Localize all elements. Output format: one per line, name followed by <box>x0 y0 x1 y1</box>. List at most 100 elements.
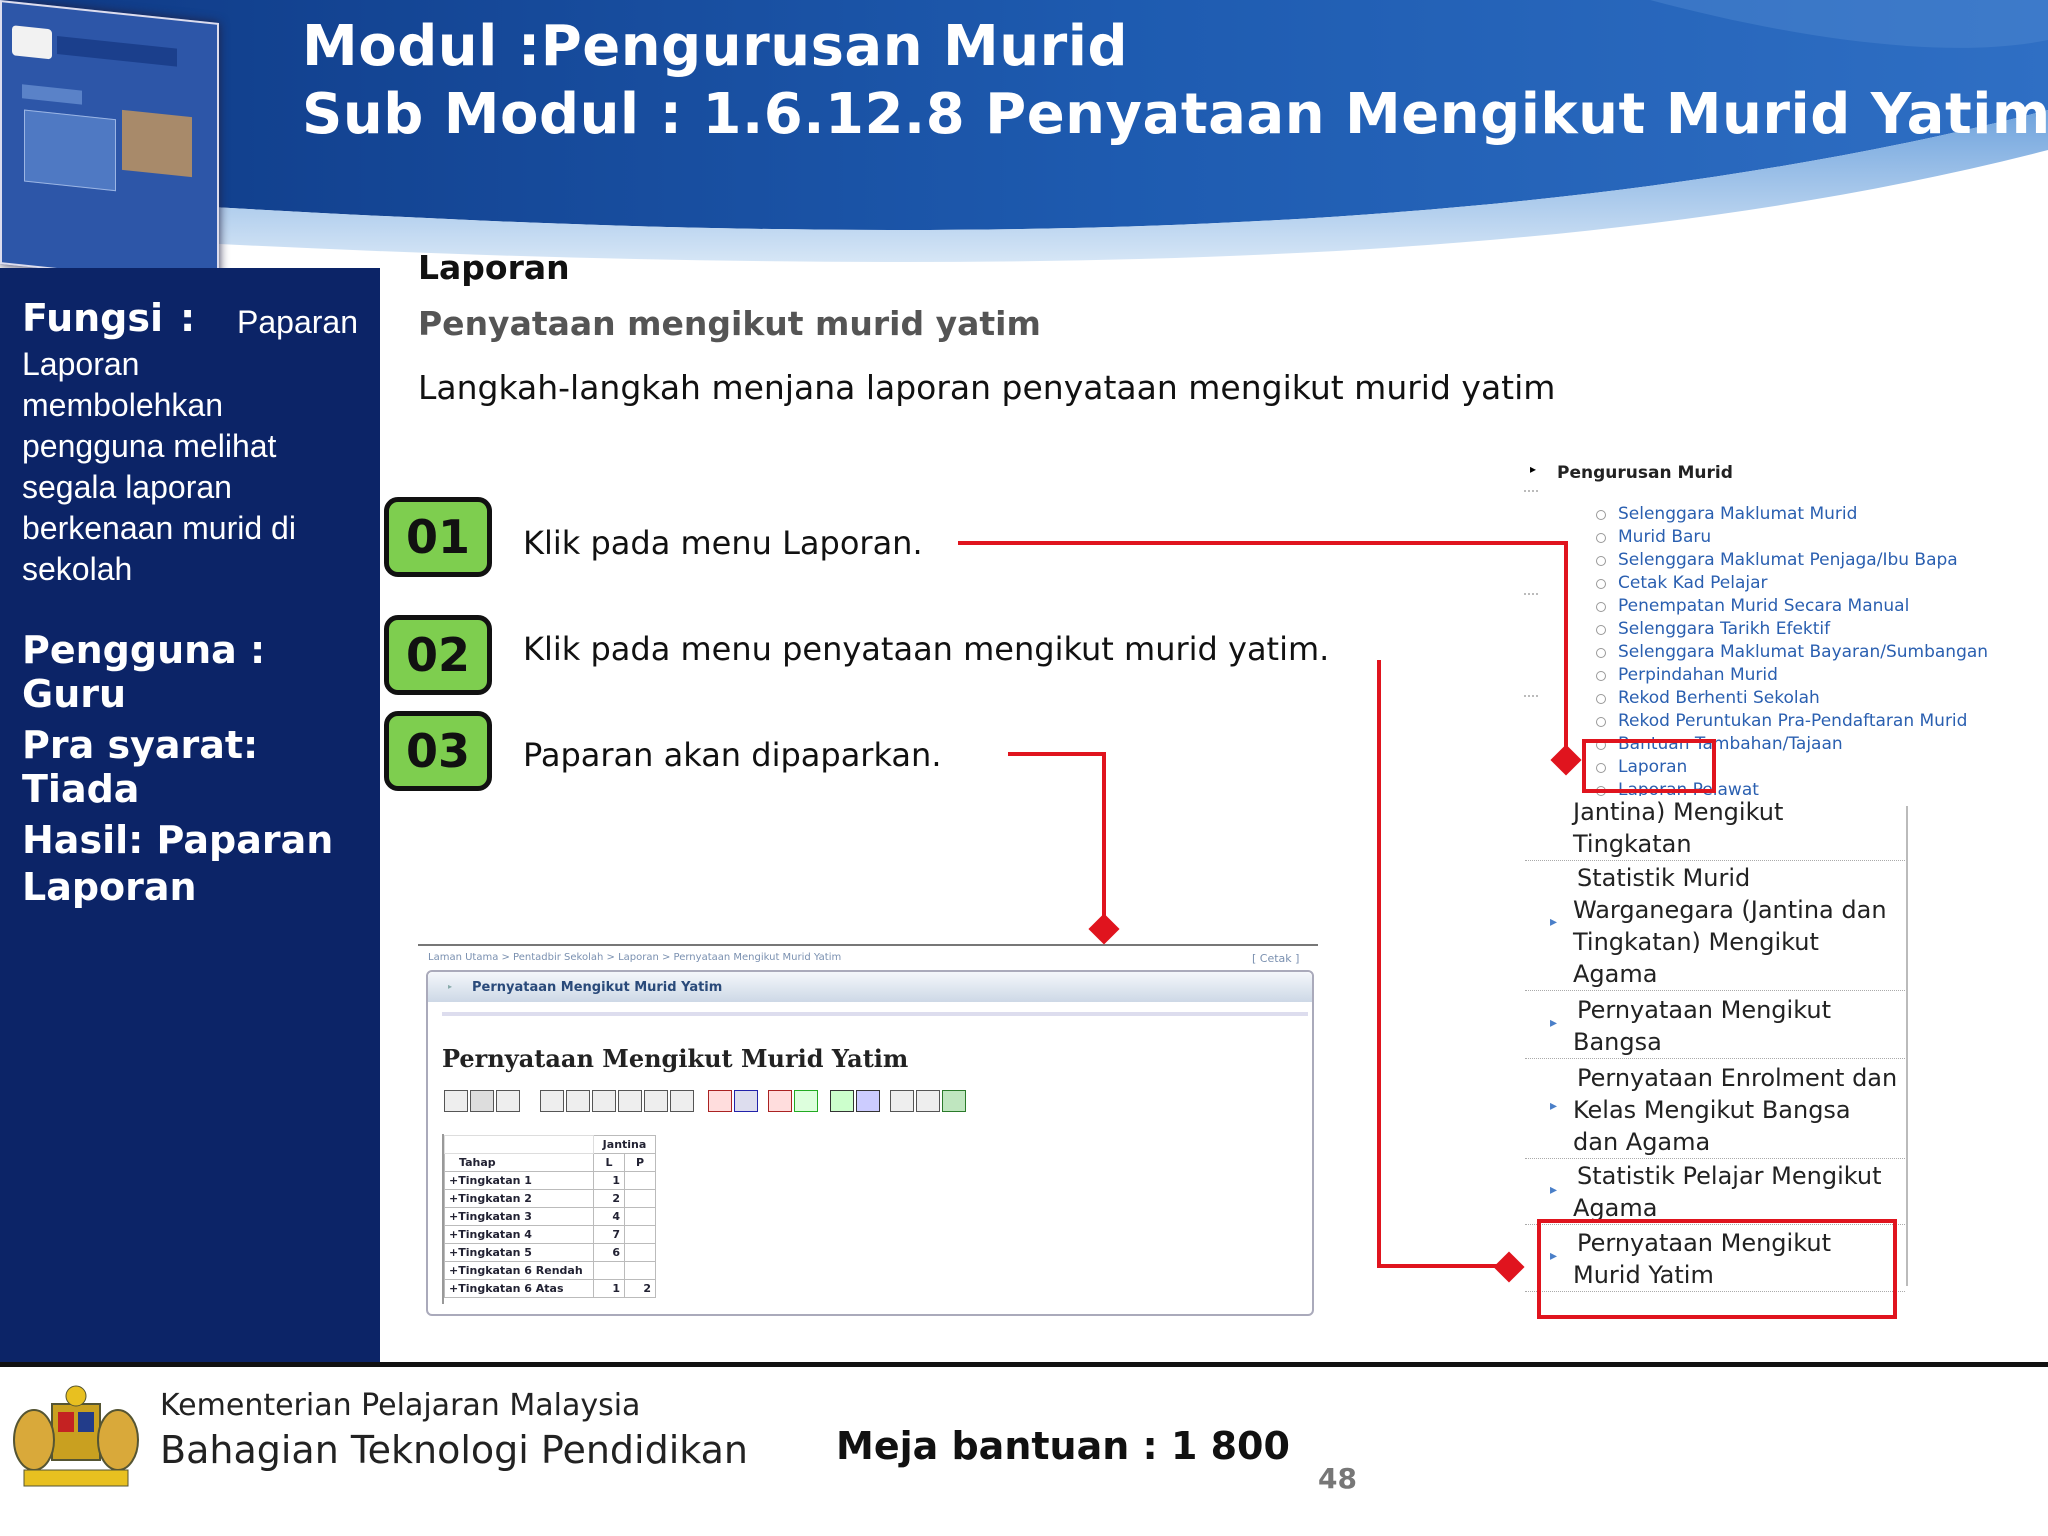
layout-icon[interactable] <box>540 1090 564 1112</box>
report-panel-title: Pernyataan Mengikut Murid Yatim <box>472 980 723 995</box>
submenu-item-statistik-agama[interactable]: Statistik Pelajar Mengikut Agama <box>1525 1160 1905 1225</box>
table-frame <box>442 1134 452 1304</box>
step-number-01: 01 <box>384 497 492 577</box>
table-header-l: L <box>593 1153 625 1172</box>
fungsi-colon: : <box>180 296 196 340</box>
menu-tree-dots <box>1524 490 1538 492</box>
bar-chart-icon[interactable] <box>830 1090 854 1112</box>
division-name: Bahagian Teknologi Pendidikan <box>160 1428 748 1472</box>
content-intro: Langkah-langkah menjana laporan penyataa… <box>418 368 1556 407</box>
window-icon[interactable] <box>618 1090 642 1112</box>
submodule-title: Sub Modul : 1.6.12.8 Penyataan Mengikut … <box>302 82 2048 147</box>
menu-tree-dots <box>1524 593 1538 595</box>
fungsi-line: pengguna melihat <box>22 428 277 464</box>
logo-icon <box>12 25 52 60</box>
print-preview-icon[interactable] <box>916 1090 940 1112</box>
table-row[interactable]: +Tingkatan 6 Rendah <box>444 1261 656 1280</box>
menu-item-pra-pendaftaran[interactable]: Rekod Peruntukan Pra-Pendaftaran Murid <box>1618 711 1968 731</box>
report-panel-header <box>428 972 1312 1002</box>
menu-expand-icon[interactable]: ▸ <box>1530 462 1537 476</box>
submenu-item-jantina-tingkatan[interactable]: Jantina) Mengikut Tingkatan <box>1525 796 1905 861</box>
submenu-item-statistik-warganegara[interactable]: Statistik Murid Warganegara (Jantina dan… <box>1525 862 1905 991</box>
fungsi-description: Laporan membolehkan pengguna melihat seg… <box>22 344 358 590</box>
fungsi-line: berkenaan murid di <box>22 510 296 546</box>
fungsi-line: sekolah <box>22 551 133 587</box>
step-number-03: 03 <box>384 711 492 791</box>
sort-icon[interactable] <box>496 1090 520 1112</box>
mdx-icon[interactable] <box>470 1090 494 1112</box>
menu-item-bantuan-tambahan[interactable]: Bantuan Tambahan/Tajaan <box>1618 734 1843 754</box>
menu-item-laporan[interactable]: Laporan <box>1618 757 1688 777</box>
menu-item-bayaran-sumbangan[interactable]: Selenggara Maklumat Bayaran/Sumbangan <box>1618 642 1989 662</box>
submenu-item-enrolment-kelas[interactable]: Pernyataan Enrolment dan Kelas Mengikut … <box>1525 1062 1905 1159</box>
info-panel: Fungsi : Paparan Laporan membolehkan pen… <box>0 268 380 1364</box>
menu-bullet-icon <box>1596 602 1606 612</box>
callout-line-step3 <box>1008 752 1106 928</box>
pra-syarat-text: Pra syarat: Tiada <box>22 723 259 811</box>
print-link[interactable]: [ Cetak ] <box>1252 952 1300 965</box>
drill-icon[interactable] <box>768 1090 792 1112</box>
content-subheading: Penyataan mengikut murid yatim <box>418 304 1041 343</box>
submenu-item-murid-yatim[interactable]: Pernyataan Mengikut Murid Yatim <box>1525 1227 1905 1292</box>
callout-diamond-step1 <box>1550 744 1582 776</box>
page-number: 48 <box>1318 1462 1357 1495</box>
fungsi-label: Fungsi <box>22 296 164 340</box>
excel-export-icon[interactable] <box>942 1090 966 1112</box>
menu-bullet-icon <box>1596 671 1606 681</box>
report-top-rule <box>418 944 1318 946</box>
menu-item-selenggara-penjaga[interactable]: Selenggara Maklumat Penjaga/Ibu Bapa <box>1618 550 1958 570</box>
submenu-item-pernyataan-bangsa[interactable]: Pernyataan Mengikut Bangsa <box>1525 994 1905 1059</box>
report-panel <box>426 970 1314 1316</box>
menu-bullet-icon <box>1596 579 1606 589</box>
menu-item-rekod-berhenti[interactable]: Rekod Berhenti Sekolah <box>1618 688 1820 708</box>
table-header-tahap: Tahap <box>444 1153 594 1172</box>
fungsi-line: membolehkan <box>22 387 223 423</box>
helpdesk-number: Meja bantuan : 1 800 <box>836 1424 1290 1468</box>
menu-bullet-icon <box>1596 533 1606 543</box>
fungsi-line: segala laporan <box>22 469 232 505</box>
refresh-icon[interactable] <box>670 1090 694 1112</box>
grid-icon[interactable] <box>644 1090 668 1112</box>
menu-item-penempatan-murid[interactable]: Penempatan Murid Secara Manual <box>1618 596 1910 616</box>
menu-item-murid-baru[interactable]: Murid Baru <box>1618 527 1712 547</box>
pengguna-text: Pengguna : Guru <box>22 628 266 716</box>
callout-line-step2 <box>1377 660 1506 1268</box>
chart-options-icon[interactable] <box>856 1090 880 1112</box>
fungsi-line: Laporan <box>22 346 140 382</box>
fungsi-first-word: Paparan <box>237 304 358 340</box>
callout-diamond-step3 <box>1088 913 1120 945</box>
table-header-p: P <box>624 1153 656 1172</box>
panel-arrow-icon: ▸ <box>448 982 453 991</box>
step-text-03: Paparan akan dipaparkan. <box>523 736 942 774</box>
toolbar-icon[interactable] <box>444 1090 468 1112</box>
module-title: Modul :Pengurusan Murid <box>302 14 1129 79</box>
menu-bullet-icon <box>1596 556 1606 566</box>
menu-bullet-icon <box>1596 717 1606 727</box>
print-icon[interactable] <box>890 1090 914 1112</box>
hasil-text-line1: Hasil: Paparan <box>22 818 334 862</box>
menu-item-perpindahan-murid[interactable]: Perpindahan Murid <box>1618 665 1778 685</box>
menu-item-selenggara-maklumat-murid[interactable]: Selenggara Maklumat Murid <box>1618 504 1858 524</box>
submenu-border <box>1906 806 1908 1286</box>
columns-icon[interactable] <box>566 1090 590 1112</box>
banner-bar <box>57 35 177 67</box>
fungsi-row: Fungsi : Paparan <box>22 296 358 340</box>
expand-icon[interactable] <box>708 1090 732 1112</box>
filter-icon[interactable] <box>794 1090 818 1112</box>
slide-header: Modul :Pengurusan Murid Sub Modul : 1.6.… <box>0 0 2048 270</box>
collapse-icon[interactable] <box>734 1090 758 1112</box>
rows-icon[interactable] <box>592 1090 616 1112</box>
menu-title[interactable]: Pengurusan Murid <box>1557 463 1733 483</box>
menu-item-cetak-kad-pelajar[interactable]: Cetak Kad Pelajar <box>1618 573 1768 593</box>
step-number-02: 02 <box>384 615 492 695</box>
menu-item-tarikh-efektif[interactable]: Selenggara Tarikh Efektif <box>1618 619 1831 639</box>
ministry-name: Kementerian Pelajaran Malaysia <box>160 1388 641 1423</box>
menu-bar <box>22 84 82 105</box>
